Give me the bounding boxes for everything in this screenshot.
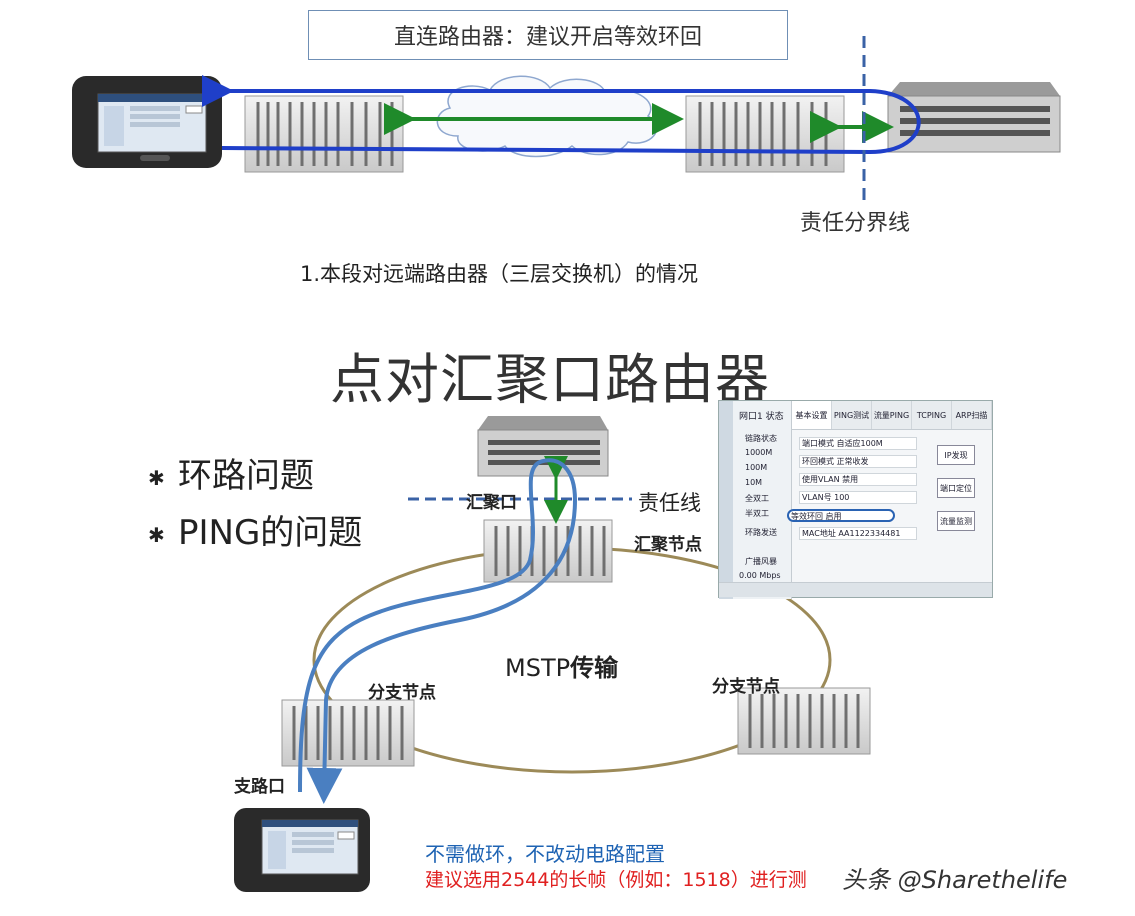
mstp-label: MSTP传输	[505, 648, 618, 683]
screen-tabs: 基本设置 PING测试 流量PING TCPING ARP扫描	[792, 401, 992, 430]
setting-row[interactable]: 使用VLAN 禁用	[799, 473, 917, 486]
router-top	[887, 82, 1061, 153]
traffic-monitor-button[interactable]: 流量监测	[937, 511, 975, 531]
tester-screen-panel: 网口1 状态 链路状态 1000M 100M 10M 全双工 半双工 环路发送 …	[718, 400, 993, 599]
setting-row[interactable]: MAC地址 AA1122334481	[799, 527, 917, 540]
status-item: 链路状态	[745, 434, 777, 443]
bullet-item-ping: ✱ PING的问题	[148, 505, 362, 554]
status-item: 100M	[745, 463, 768, 472]
setting-row-highlight[interactable]: 等效环回 启用	[787, 509, 895, 522]
setting-row[interactable]: 环回模式 正常收发	[799, 455, 917, 468]
screen-statusbar	[719, 582, 992, 597]
status-item: 环路发送	[745, 528, 777, 537]
signal-path-outer	[298, 458, 578, 804]
setting-row[interactable]: 端口模式 自适应100M	[799, 437, 917, 450]
aggregation-node-label: 汇聚节点	[634, 535, 702, 555]
transmission-rack-top-right	[685, 95, 845, 173]
tester-device-top	[72, 76, 222, 168]
rack-branch-right	[737, 687, 871, 755]
bullet-star-icon: ✱	[148, 522, 165, 547]
branch-node-left-label: 分支节点	[368, 683, 436, 703]
aggregation-port-label: 汇聚口	[466, 493, 517, 513]
screen-left-tab[interactable]: 网口1 状态	[739, 412, 784, 422]
section-title: 点对汇聚口路由器	[330, 348, 770, 411]
watermark: 头条 @Sharethelife	[842, 866, 1068, 894]
status-item: 半双工	[745, 509, 769, 518]
section-caption: 1.本段对远端路由器（三层交换机）的情况	[300, 262, 699, 286]
bullet-item-loop: ✱ 环路问题	[148, 448, 314, 497]
ip-discover-button[interactable]: IP发现	[937, 445, 975, 465]
bullet-star-icon: ✱	[148, 465, 165, 490]
loop-path-blue	[202, 75, 921, 155]
tab-traffic-ping[interactable]: 流量PING	[872, 401, 912, 429]
screen-sidebar: 网口1 状态 链路状态 1000M 100M 10M 全双工 半双工 环路发送 …	[719, 401, 792, 599]
note-no-loop: 不需做环，不改动电路配置	[425, 842, 665, 866]
sidebar-icon-strip	[719, 401, 733, 599]
rack-branch-left	[281, 699, 415, 767]
router-aggregation	[477, 416, 609, 477]
port-locate-button[interactable]: 端口定位	[937, 478, 975, 498]
tab-arp[interactable]: ARP扫描	[952, 401, 992, 429]
status-item: 广播风暴	[745, 557, 777, 566]
bullet-text: PING的问题	[178, 513, 363, 553]
mstp-suffix: 传输	[570, 654, 619, 682]
status-item: 10M	[745, 478, 763, 487]
network-cloud	[436, 75, 658, 158]
transmission-rack-top-left	[244, 95, 404, 173]
mstp-prefix: MSTP	[505, 654, 571, 682]
tab-ping[interactable]: PING测试	[832, 401, 872, 429]
branch-port-label: 支路口	[234, 777, 285, 797]
bullet-text: 环路问题	[178, 456, 314, 496]
top-note-box: 直连路由器：建议开启等效环回	[308, 10, 788, 60]
status-item: 全双工	[745, 494, 769, 503]
branch-node-right-label: 分支节点	[712, 677, 780, 697]
note-long-frame: 建议选用2544的长帧（例如：1518）进行测	[425, 869, 807, 891]
responsibility-label-top: 责任分界线	[800, 211, 911, 236]
top-note-text: 直连路由器：建议开启等效环回	[393, 25, 702, 50]
setting-row[interactable]: VLAN号 100	[799, 491, 917, 504]
status-item: 1000M	[745, 448, 773, 457]
rate-readout: 0.00 Mbps	[739, 571, 781, 580]
tab-tcping[interactable]: TCPING	[912, 401, 952, 429]
tab-basic[interactable]: 基本设置	[792, 401, 832, 429]
rack-aggregation	[483, 519, 613, 583]
tester-device-bottom	[234, 808, 370, 892]
responsibility-label-bottom: 责任线	[638, 491, 701, 515]
